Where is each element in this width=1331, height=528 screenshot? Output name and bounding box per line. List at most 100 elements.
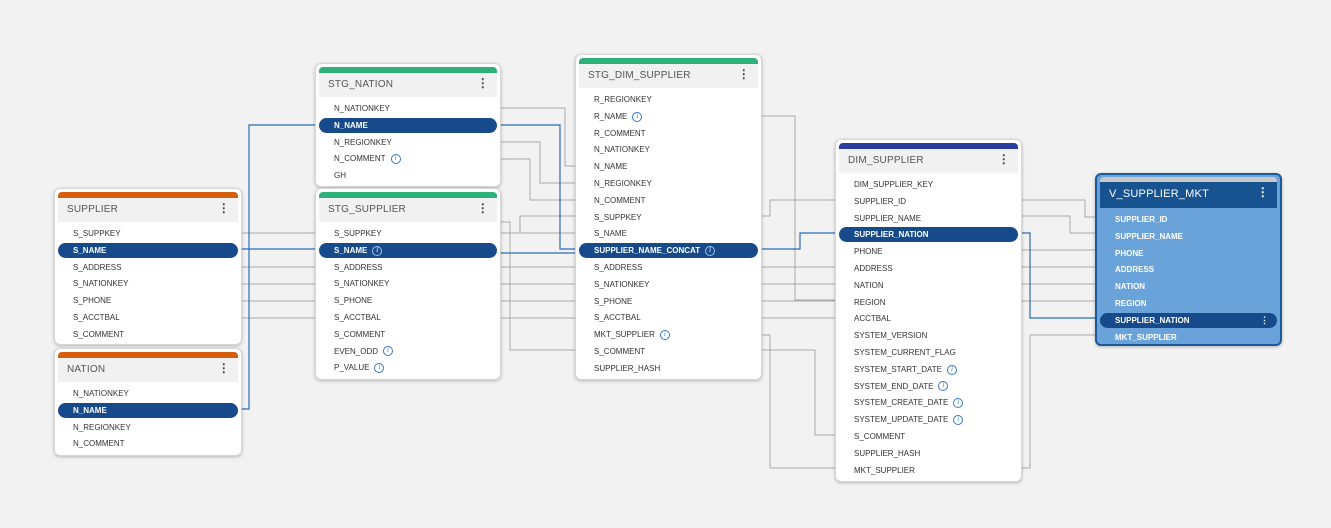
column-row[interactable]: S_NATIONKEY — [319, 276, 497, 291]
column-row[interactable]: S_PHONE — [319, 293, 497, 308]
column-row[interactable]: S_PHONE — [579, 294, 758, 309]
column-row[interactable]: ADDRESS — [1100, 262, 1277, 277]
column-row[interactable]: N_NATIONKEY — [58, 386, 238, 401]
column-row[interactable]: PHONE — [1100, 246, 1277, 261]
card-header[interactable]: STG_NATION ⋮ — [319, 73, 497, 97]
column-row[interactable]: DIM_SUPPLIER_KEY — [839, 177, 1018, 192]
column-row[interactable]: S_ADDRESS — [579, 260, 758, 275]
column-row[interactable]: N_NATIONKEY — [319, 101, 497, 116]
column-row[interactable]: REGION — [1100, 296, 1277, 311]
column-row[interactable]: SUPPLIER_HASH — [579, 361, 758, 376]
column-row[interactable]: N_REGIONKEY — [579, 176, 758, 191]
column-row[interactable]: S_ACCTBAL — [319, 310, 497, 325]
column-row[interactable]: SUPPLIER_NAME — [839, 211, 1018, 226]
column-row[interactable]: ACCTBAL — [839, 311, 1018, 326]
info-icon[interactable]: i — [953, 415, 964, 426]
info-icon[interactable]: i — [938, 381, 949, 392]
column-row[interactable]: S_ACCTBAL — [58, 310, 238, 325]
column-row[interactable]: S_SUPPKEY — [579, 210, 758, 225]
column-row[interactable]: S_COMMENT — [319, 327, 497, 342]
table-card-dim-supplier[interactable]: DIM_SUPPLIER ⋮ DIM_SUPPLIER_KEY SUPPLIER_… — [835, 139, 1022, 482]
column-row[interactable]: S_ADDRESS — [319, 260, 497, 275]
card-header[interactable]: V_SUPPLIER_MKT ⋮ — [1100, 182, 1277, 208]
row-menu-icon[interactable]: ⋮ — [1260, 314, 1269, 325]
info-icon[interactable]: i — [390, 154, 401, 165]
table-card-v-supplier-mkt[interactable]: V_SUPPLIER_MKT ⋮ SUPPLIER_ID SUPPLIER_NAM… — [1095, 173, 1282, 346]
card-header[interactable]: STG_SUPPLIER ⋮ — [319, 198, 497, 222]
column-row[interactable]: R_COMMENT — [579, 126, 758, 141]
info-icon[interactable]: i — [632, 111, 643, 122]
card-header[interactable]: STG_DIM_SUPPLIER ⋮ — [579, 64, 758, 88]
column-row[interactable]: N_NAME — [58, 402, 238, 418]
column-row[interactable]: N_NAME — [579, 159, 758, 174]
more-menu-icon[interactable]: ⋮ — [217, 361, 230, 375]
column-row[interactable]: S_ACCTBAL — [579, 310, 758, 325]
column-row[interactable]: SYSTEM_VERSION — [839, 328, 1018, 343]
column-row[interactable]: SUPPLIER_NATION⋮ — [1100, 312, 1277, 328]
column-row[interactable]: SYSTEM_CURRENT_FLAG — [839, 345, 1018, 360]
card-header[interactable]: NATION ⋮ — [58, 358, 238, 382]
column-row[interactable]: S_ADDRESS — [58, 260, 238, 275]
column-row[interactable]: S_NAME — [58, 242, 238, 258]
column-row[interactable]: S_NAME — [579, 226, 758, 241]
column-row[interactable]: REGION — [839, 295, 1018, 310]
more-menu-icon[interactable]: ⋮ — [737, 67, 750, 81]
column-row[interactable]: SUPPLIER_NATION — [839, 227, 1018, 243]
column-row[interactable]: R_REGIONKEY — [579, 92, 758, 107]
column-row[interactable]: MKT_SUPPLIER — [1100, 330, 1277, 344]
column-row[interactable]: SUPPLIER_NAME — [1100, 229, 1277, 244]
info-icon[interactable]: i — [705, 246, 716, 257]
column-row[interactable]: N_NAME — [319, 117, 497, 133]
column-row[interactable]: S_COMMENT — [58, 327, 238, 342]
info-icon[interactable]: i — [953, 398, 964, 409]
more-menu-icon[interactable]: ⋮ — [1256, 185, 1269, 199]
column-row[interactable]: ADDRESS — [839, 261, 1018, 276]
column-row[interactable]: N_NATIONKEY — [579, 142, 758, 157]
column-row[interactable]: N_COMMENT — [579, 193, 758, 208]
column-row[interactable]: S_SUPPKEY — [319, 226, 497, 241]
column-row[interactable]: S_SUPPKEY — [58, 226, 238, 241]
column-row[interactable]: GH — [319, 168, 497, 183]
more-menu-icon[interactable]: ⋮ — [997, 152, 1010, 166]
column-row[interactable]: PHONE — [839, 244, 1018, 259]
more-menu-icon[interactable]: ⋮ — [217, 201, 230, 215]
column-row[interactable]: S_NATIONKEY — [58, 276, 238, 291]
column-row[interactable]: N_REGIONKEY — [319, 135, 497, 150]
info-icon[interactable]: i — [383, 346, 394, 357]
card-header[interactable]: DIM_SUPPLIER ⋮ — [839, 149, 1018, 173]
info-icon[interactable]: i — [947, 364, 958, 375]
info-icon[interactable]: i — [659, 330, 670, 341]
column-row[interactable]: NATION — [1100, 279, 1277, 294]
column-row[interactable]: SUPPLIER_ID — [839, 194, 1018, 209]
column-row[interactable]: S_COMMENT — [579, 344, 758, 359]
more-menu-icon[interactable]: ⋮ — [476, 201, 489, 215]
column-row[interactable]: S_PHONE — [58, 293, 238, 308]
column-row[interactable]: MKT_SUPPLIER — [839, 463, 1018, 478]
column-row[interactable]: SUPPLIER_HASH — [839, 446, 1018, 461]
card-header[interactable]: SUPPLIER ⋮ — [58, 198, 238, 222]
info-icon[interactable]: i — [374, 363, 385, 374]
info-icon[interactable]: i — [372, 245, 383, 256]
column-row[interactable]: S_COMMENT — [839, 429, 1018, 444]
column-row[interactable]: SUPPLIER_ID — [1100, 212, 1277, 227]
column-row[interactable]: S_NATIONKEY — [579, 277, 758, 292]
more-menu-icon[interactable]: ⋮ — [476, 76, 489, 90]
column-row[interactable]: N_REGIONKEY — [58, 420, 238, 435]
column-row[interactable]: NATION — [839, 278, 1018, 293]
